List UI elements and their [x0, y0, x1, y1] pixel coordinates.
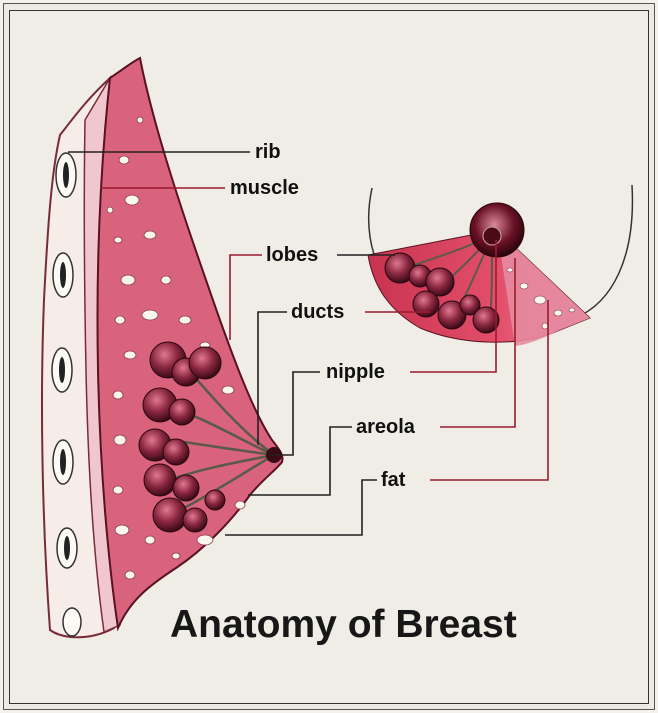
- label-nipple: nipple: [326, 362, 385, 382]
- leader-nipple: [270, 372, 320, 455]
- label-lobes: lobes: [266, 245, 318, 265]
- label-areola: areola: [356, 417, 415, 437]
- rib-oval: [63, 608, 81, 636]
- label-ducts: ducts: [291, 302, 344, 322]
- side-view-breast: [42, 58, 283, 637]
- label-rib: rib: [255, 142, 281, 162]
- label-fat: fat: [381, 470, 405, 490]
- front-cutaway-view: [368, 185, 632, 346]
- label-muscle: muscle: [230, 178, 299, 198]
- nipple-front: [483, 227, 501, 245]
- figure-title: Anatomy of Breast: [170, 603, 517, 647]
